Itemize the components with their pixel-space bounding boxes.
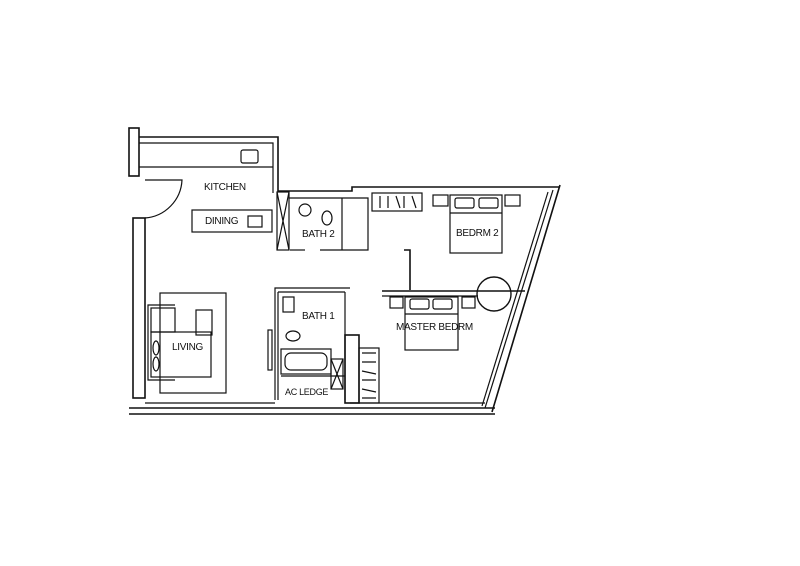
- room-label-ac-ledge: AC LEDGE: [285, 387, 329, 397]
- wardrobe-master: [358, 347, 380, 404]
- room-label-bedrm2: BEDRM 2: [456, 228, 499, 239]
- bed-bedrm2: [432, 194, 521, 254]
- column-circle: [476, 276, 512, 312]
- bath2-fixtures: [276, 191, 369, 251]
- hob-icon: [240, 149, 259, 164]
- room-label-living: LIVING: [172, 342, 203, 353]
- bed-master: [389, 296, 476, 351]
- dining-counter: [191, 209, 273, 233]
- door-swing-icon: [144, 179, 183, 219]
- room-label-dining: DINING: [205, 216, 239, 227]
- wardrobe: [371, 192, 423, 212]
- room-label-master-bedrm: MASTER BEDRM: [396, 322, 473, 333]
- walls: [128, 127, 561, 415]
- room-label-kitchen: KITCHEN: [204, 182, 246, 193]
- room-label-bath2: BATH 2: [302, 229, 335, 240]
- living-furniture: [147, 292, 227, 394]
- room-label-bath1: BATH 1: [302, 311, 335, 322]
- bath1-fixtures: [267, 287, 350, 400]
